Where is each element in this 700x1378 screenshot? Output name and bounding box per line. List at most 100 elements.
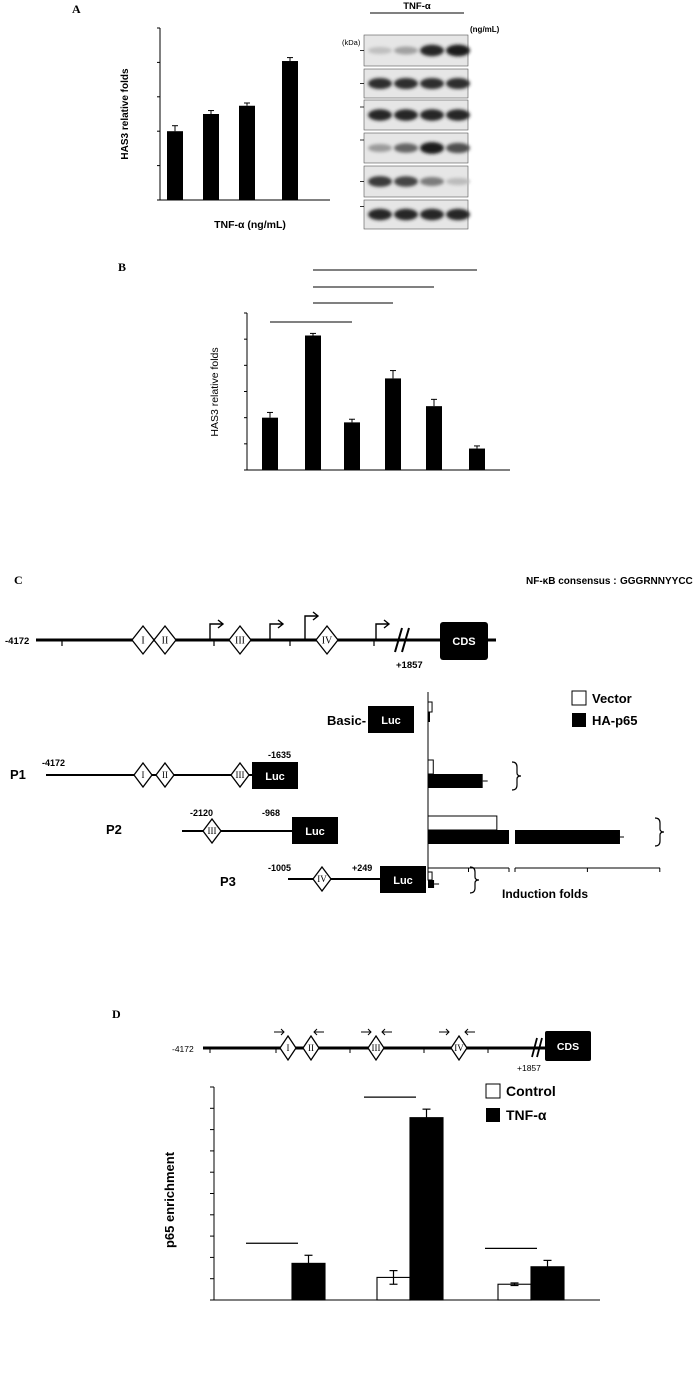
luc-label-p3: Luc xyxy=(393,875,413,887)
panel-a-bar xyxy=(282,61,298,200)
chip-site-4 xyxy=(450,1034,468,1062)
chip-primer-reverse-arrow xyxy=(313,1028,324,1036)
transcript-arrow-v1 xyxy=(375,623,388,640)
western-band xyxy=(420,77,444,90)
chip-primer-reverse-arrow xyxy=(464,1028,475,1036)
construct-p2-start: -2120 xyxy=(190,808,213,818)
promoter-site-4-label: IV xyxy=(322,636,333,647)
promoter-site-3-label: III xyxy=(235,636,245,647)
panel-c-bar-vector xyxy=(427,759,434,775)
construct-p3-site-4 xyxy=(312,865,332,893)
chip-site-1 xyxy=(279,1034,297,1062)
panel-a-bar xyxy=(203,114,219,200)
cds-box xyxy=(440,622,488,660)
construct-p3-start: -1005 xyxy=(268,863,291,873)
panel-b-bar-chart: HAS3 relative folds xyxy=(209,269,510,471)
transcript-arrow-v4-head xyxy=(312,611,320,621)
panel-c-bar-hap65 xyxy=(428,880,435,888)
panel-d-bar-chart: p65 enrichment Control TNF-α xyxy=(162,1083,600,1301)
panel-label-a: A xyxy=(72,2,81,16)
construct-p1-site-1-label: I xyxy=(142,770,145,780)
luc-box-p1 xyxy=(252,762,298,789)
panel-c-x-label: Induction folds xyxy=(502,887,588,901)
panel-b-bar xyxy=(305,335,321,470)
construct-p1-site-1 xyxy=(133,761,153,789)
transcript-arrow-v2 xyxy=(269,623,282,640)
luc-box-p2 xyxy=(292,817,338,844)
legend-tnf-swatch xyxy=(486,1108,500,1122)
western-kda-label: (kDa) xyxy=(342,38,361,47)
western-band xyxy=(368,176,392,187)
panel-a-bar xyxy=(167,131,183,200)
construct-p3-site-4-label: IV xyxy=(317,874,327,884)
western-band xyxy=(420,208,444,221)
western-unit: (ng/mL) xyxy=(470,25,500,34)
western-band xyxy=(394,208,418,221)
chip-primer-reverse-arrow xyxy=(381,1028,392,1036)
promoter-site-3 xyxy=(228,624,252,656)
western-band xyxy=(420,109,444,121)
panel-a-bar xyxy=(239,105,255,200)
chip-cds-label: CDS xyxy=(557,1041,579,1053)
panel-b-bar xyxy=(344,422,360,470)
western-band xyxy=(394,176,418,187)
legend-vector-label: Vector xyxy=(592,691,632,706)
chip-axis-break-mark xyxy=(531,1037,543,1058)
panel-c-bar-hap65 xyxy=(428,774,483,788)
panel-c-bar-hap65 xyxy=(428,712,430,722)
luc-label-p1: Luc xyxy=(265,771,285,783)
western-band xyxy=(446,77,470,90)
western-band xyxy=(420,44,444,57)
chip-site-2 xyxy=(302,1034,320,1062)
chip-end: +1857 xyxy=(517,1063,541,1073)
western-band xyxy=(394,143,418,153)
legend-hap65-label: HA-p65 xyxy=(592,713,638,728)
luc-label-basic: Luc xyxy=(381,715,401,727)
western-band xyxy=(420,177,444,186)
western-blot: TNF-α (kDa) (ng/mL) xyxy=(342,1,500,230)
construct-p1-site-3 xyxy=(230,761,250,789)
panel-d-bar-control xyxy=(497,1283,532,1301)
consensus-title: NF-κB consensus : xyxy=(526,576,617,587)
chip-primer-forward-arrow xyxy=(439,1028,450,1036)
panel-c-significance-brace xyxy=(654,817,665,847)
western-band xyxy=(420,142,444,154)
panel-c-significance-brace xyxy=(469,866,480,894)
cds-label: CDS xyxy=(452,636,475,648)
luc-label-p2: Luc xyxy=(305,826,325,838)
construct-p2-label: P2 xyxy=(106,822,122,837)
panel-a-y-label: HAS3 relative folds xyxy=(120,68,131,160)
construct-p1-site-2-label: II xyxy=(162,770,168,780)
western-band xyxy=(446,208,470,221)
panel-c-bar-vector xyxy=(427,815,498,831)
construct-p2-site-3 xyxy=(202,817,222,845)
panel-c-bar-vector xyxy=(427,871,433,881)
panel-c-bar-hap65-right xyxy=(515,830,620,844)
construct-p1-end: -1635 xyxy=(268,750,291,760)
construct-p1-start: -4172 xyxy=(42,758,65,768)
panel-c-reporter-chart: Induction folds Vector HA-p65 Basic- Luc… xyxy=(10,690,665,901)
promoter-site-2 xyxy=(153,624,177,656)
promoter-site-4 xyxy=(315,624,339,656)
western-band xyxy=(394,46,418,55)
construct-p3-label: P3 xyxy=(220,874,236,889)
panel-b-bar xyxy=(262,417,278,470)
consensus-seq: GGGRNNYYCC xyxy=(620,576,693,587)
legend-hap65-swatch xyxy=(572,713,586,727)
promoter-site-1 xyxy=(131,624,155,656)
construct-p3-end: +249 xyxy=(352,863,372,873)
chip-site-1-label: I xyxy=(287,1043,290,1053)
western-band xyxy=(368,208,392,221)
panel-d-y-label: p65 enrichment xyxy=(162,1151,177,1248)
construct-p2-end: -968 xyxy=(262,808,280,818)
chip-cds-box xyxy=(545,1031,591,1061)
transcript-arrow-v1-head xyxy=(383,619,391,629)
construct-p2-site-3-label: III xyxy=(208,826,217,836)
panel-b-bar xyxy=(426,406,442,470)
western-band xyxy=(446,44,470,57)
panel-a-x-label: TNF-α (ng/mL) xyxy=(214,219,286,231)
promoter-start: -4172 xyxy=(5,636,29,647)
chip-site-4-label: IV xyxy=(454,1043,464,1053)
panel-b-bar xyxy=(385,378,401,470)
